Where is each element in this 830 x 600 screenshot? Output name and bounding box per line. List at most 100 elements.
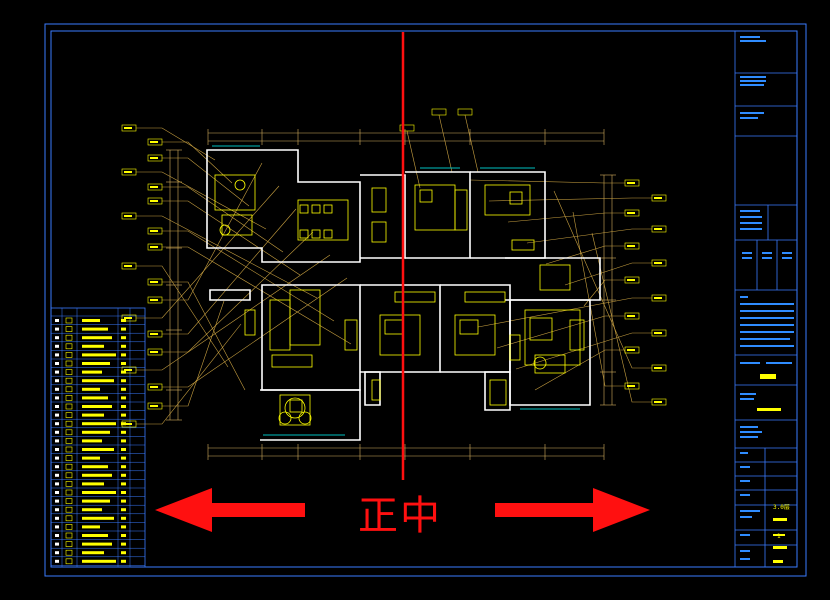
legend-index-mark	[55, 430, 59, 434]
tag-text-mark	[124, 317, 132, 319]
title-block-stamp: 3.0层	[773, 504, 790, 511]
legend-symbol	[65, 343, 73, 350]
tag-box	[651, 398, 667, 406]
legend-qty-mark	[121, 456, 126, 460]
tag-box	[624, 382, 640, 390]
tag-text-mark	[627, 212, 635, 214]
leader-line	[162, 246, 352, 345]
leader-line	[564, 262, 652, 286]
tag-box	[121, 420, 137, 428]
legend-symbol	[65, 558, 73, 565]
furniture-block	[323, 229, 333, 239]
legend-index-mark	[55, 396, 59, 400]
legend-symbol	[65, 317, 73, 324]
legend-text-mark	[82, 439, 102, 443]
legend-qty-mark	[121, 362, 126, 365]
furniture-block	[311, 229, 321, 239]
furniture-round	[219, 224, 231, 236]
leader-line	[526, 228, 652, 244]
furniture-block	[214, 174, 256, 211]
furniture-block	[394, 291, 436, 303]
windows	[212, 145, 580, 436]
legend-text-mark	[82, 491, 116, 494]
tag-text-mark	[627, 279, 635, 281]
inner-frame	[50, 30, 798, 568]
tag-box	[651, 364, 667, 372]
furniture-block	[484, 184, 531, 216]
legend-index-mark	[55, 465, 59, 469]
furniture-block	[289, 399, 303, 413]
tag-text-mark	[627, 349, 635, 351]
legend-symbol	[65, 455, 73, 461]
legend-index-mark	[55, 344, 59, 348]
legend-text-mark	[82, 456, 100, 460]
furniture-block	[454, 314, 496, 356]
leader-line	[515, 332, 652, 370]
legend-index-mark	[55, 422, 59, 426]
legend-symbol	[65, 360, 73, 367]
tag-text-mark	[654, 262, 662, 264]
furniture-block	[371, 221, 387, 243]
legend-index-mark	[55, 319, 59, 322]
leader-line	[488, 197, 652, 202]
legend-text-mark	[82, 448, 114, 451]
legend-symbol	[65, 352, 73, 358]
leader-line	[162, 208, 297, 335]
legend-symbol	[65, 369, 73, 375]
legend-index-mark	[55, 473, 59, 477]
furniture-block	[221, 214, 253, 236]
legend-index-mark	[55, 456, 59, 460]
tag-text-mark	[627, 315, 635, 317]
tag-text-mark	[150, 405, 158, 407]
furniture-block	[384, 319, 404, 335]
tag-box	[147, 383, 163, 391]
furniture-block	[464, 291, 506, 303]
legend-qty-mark	[121, 542, 126, 546]
legend-text-mark	[82, 396, 108, 400]
furniture-round	[234, 179, 246, 191]
tag-box	[147, 197, 163, 205]
leader-line	[591, 232, 652, 403]
legend-index-mark	[55, 362, 59, 365]
leader-line	[545, 245, 625, 265]
legend-symbol	[65, 489, 73, 496]
tag-box	[147, 330, 163, 338]
furniture-block	[299, 229, 309, 239]
furniture-block	[509, 191, 523, 205]
legend-symbol	[65, 541, 73, 547]
legend-qty-mark	[121, 370, 126, 374]
legend-text-mark	[82, 344, 104, 348]
legend-index-mark	[55, 439, 59, 443]
tag-text-mark	[150, 281, 158, 283]
legend-symbol	[65, 429, 73, 436]
tag-box	[651, 259, 667, 267]
legend-qty-mark	[121, 344, 126, 348]
legend-text-mark	[82, 379, 114, 383]
legend-symbol	[65, 472, 73, 479]
tag-box	[121, 366, 137, 374]
tag-box	[399, 124, 415, 132]
furniture-block	[379, 314, 421, 356]
tag-box	[121, 262, 137, 270]
legend-text-mark	[82, 362, 110, 365]
leader-line	[162, 141, 233, 184]
legend-qty-mark	[121, 422, 126, 426]
legend-text-mark	[82, 370, 102, 374]
tag-text-mark	[124, 265, 132, 267]
tag-box	[121, 314, 137, 322]
furniture-round	[298, 411, 312, 425]
leader-line	[136, 265, 229, 368]
tag-box	[147, 402, 163, 410]
leader-line	[162, 186, 284, 253]
furniture-block	[299, 204, 309, 214]
title-block	[734, 31, 797, 567]
legend-symbol	[65, 549, 73, 556]
furniture-block	[524, 309, 581, 366]
furniture-block	[271, 354, 313, 368]
legend-qty-mark	[121, 405, 126, 408]
furniture-block	[539, 264, 571, 291]
legend-qty-mark	[121, 430, 126, 434]
tag-box	[147, 138, 163, 146]
legend-index-mark	[55, 353, 59, 357]
